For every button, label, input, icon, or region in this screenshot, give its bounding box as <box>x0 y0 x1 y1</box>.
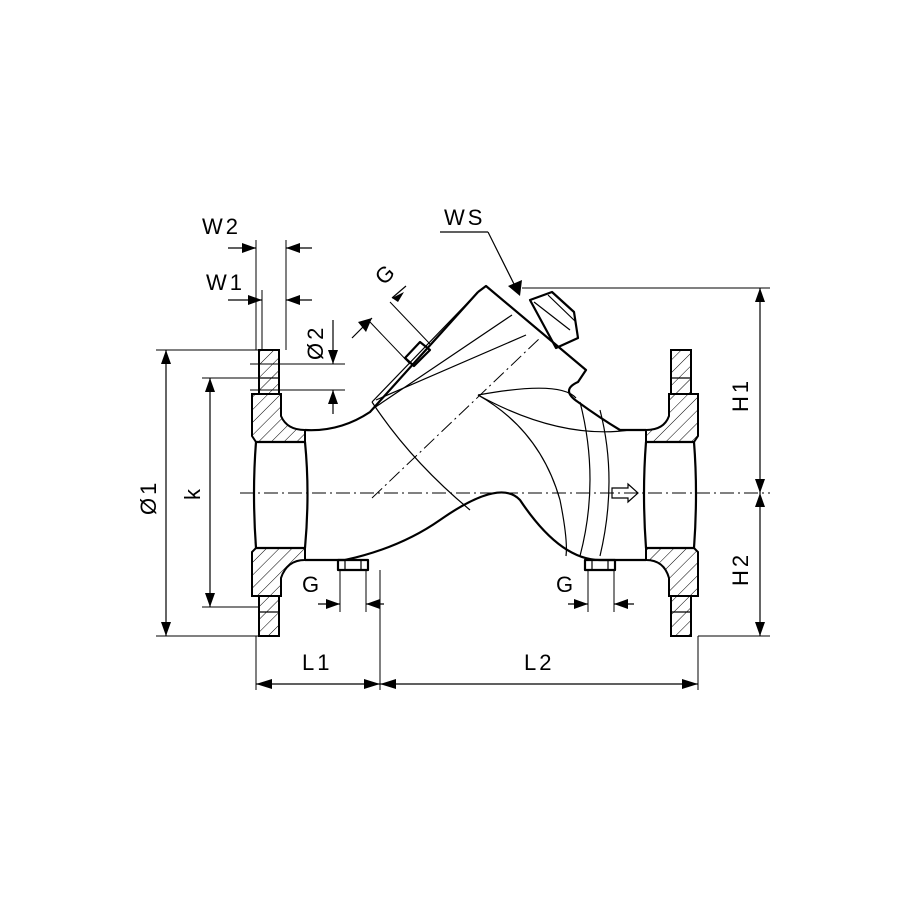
d1-dimension <box>156 349 259 637</box>
k-dimension <box>202 377 259 608</box>
height-dimensions <box>522 287 770 637</box>
g-top-label: G <box>370 258 402 290</box>
g-left-dimension <box>318 570 384 612</box>
valve-body <box>304 284 646 572</box>
strainer-centerline <box>371 337 541 499</box>
g-right-dimension <box>568 570 634 612</box>
d2-dimension <box>250 320 345 414</box>
k-label: k <box>180 486 205 500</box>
right-flange <box>642 349 699 637</box>
ws-label: WS <box>444 205 485 230</box>
g-top-dimension <box>351 285 431 365</box>
w2-label: W2 <box>202 214 241 239</box>
ws-leader <box>440 231 522 296</box>
flow-direction-icon <box>611 482 639 504</box>
l2-label: L2 <box>524 650 554 675</box>
w-dimensions <box>228 240 312 350</box>
w1-label: W1 <box>206 270 245 295</box>
g-right-label: G <box>556 572 576 597</box>
l1-label: L1 <box>302 650 332 675</box>
h2-label: H2 <box>728 552 753 586</box>
length-dimensions <box>255 570 699 690</box>
d1-label: Ø1 <box>136 480 161 515</box>
g-left-label: G <box>302 572 322 597</box>
h1-label: H1 <box>728 378 753 412</box>
d2-label: Ø2 <box>303 325 328 360</box>
left-flange <box>251 349 309 637</box>
